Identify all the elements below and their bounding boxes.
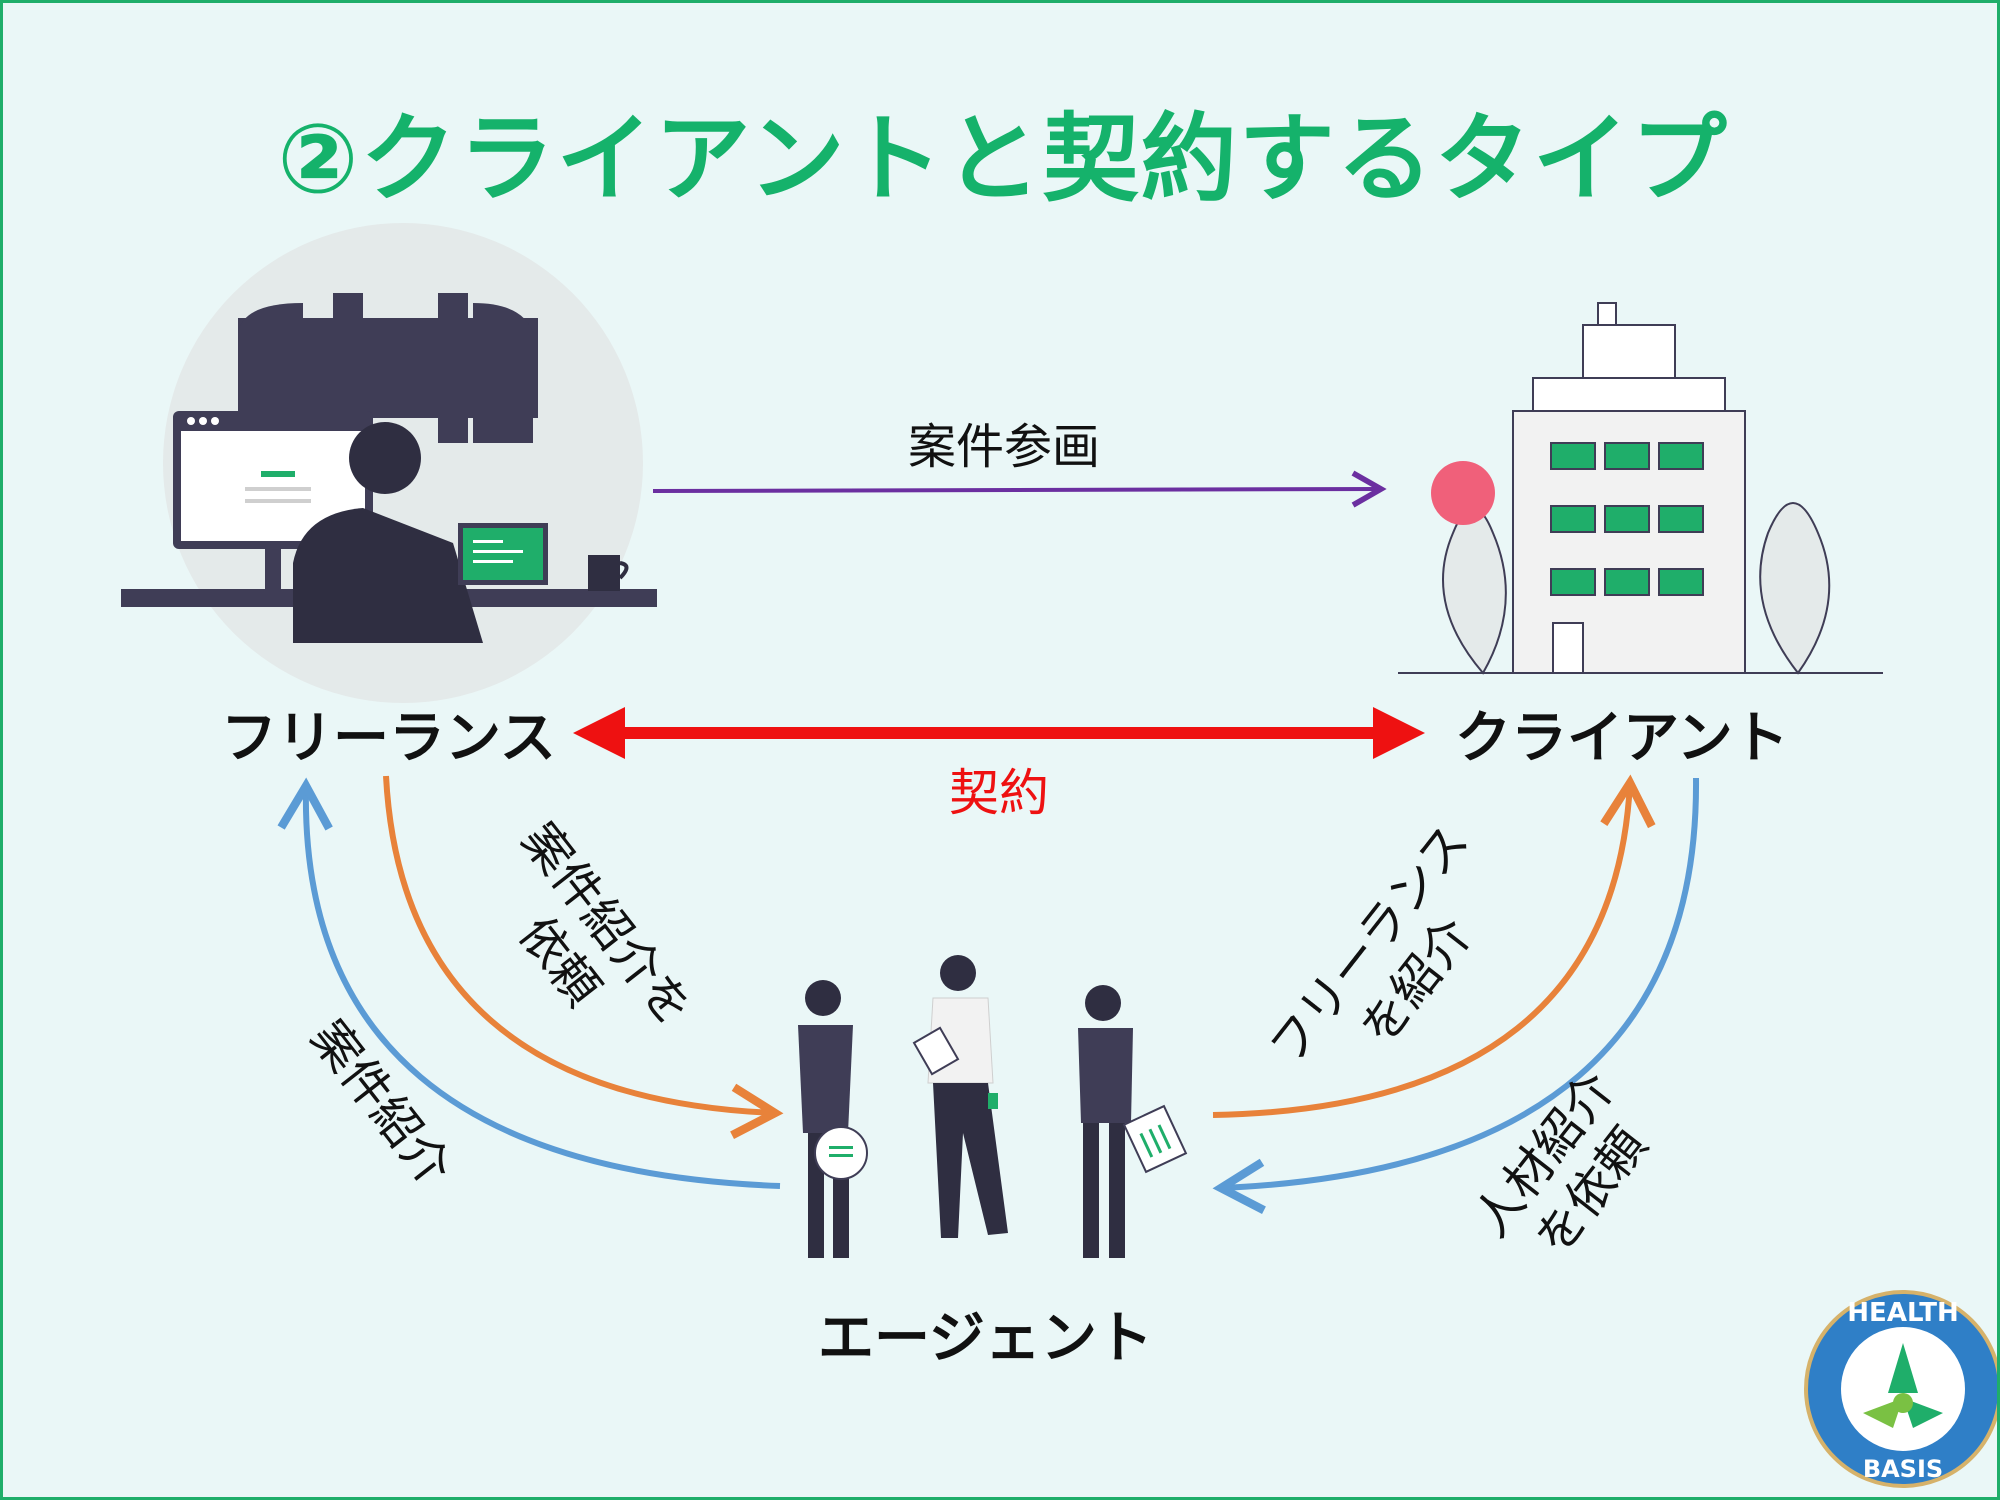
freelancer-illustration [121, 223, 657, 703]
node-client: クライアント [1455, 706, 1789, 771]
arrow-talent-request [1212, 777, 1700, 1214]
logo-text-bottom: BASIS [1863, 1455, 1943, 1483]
health-basis-logo: HEALTH BASIS [1804, 1290, 1997, 1488]
arrow-project-join [652, 470, 1387, 508]
label-project-join: 案件参画 [908, 419, 1101, 475]
logo-text-top: HEALTH [1847, 1298, 1958, 1328]
arrow-project-intro [277, 777, 781, 1189]
arrow-contract [573, 707, 1425, 759]
agent-people-illustration [798, 955, 1188, 1258]
diagram-graphics: HEALTH BASIS [121, 223, 1997, 1488]
client-building-illustration [1398, 302, 1883, 675]
label-contract: 契約 [949, 764, 1049, 822]
page-title: ②クライアントと契約するタイプ [277, 103, 1729, 215]
arrow-request-intro [383, 775, 784, 1139]
node-agent: エージェント [818, 1306, 1153, 1371]
arrow-introduce-freelance [1212, 774, 1656, 1118]
node-freelance: フリーランス [221, 706, 556, 771]
